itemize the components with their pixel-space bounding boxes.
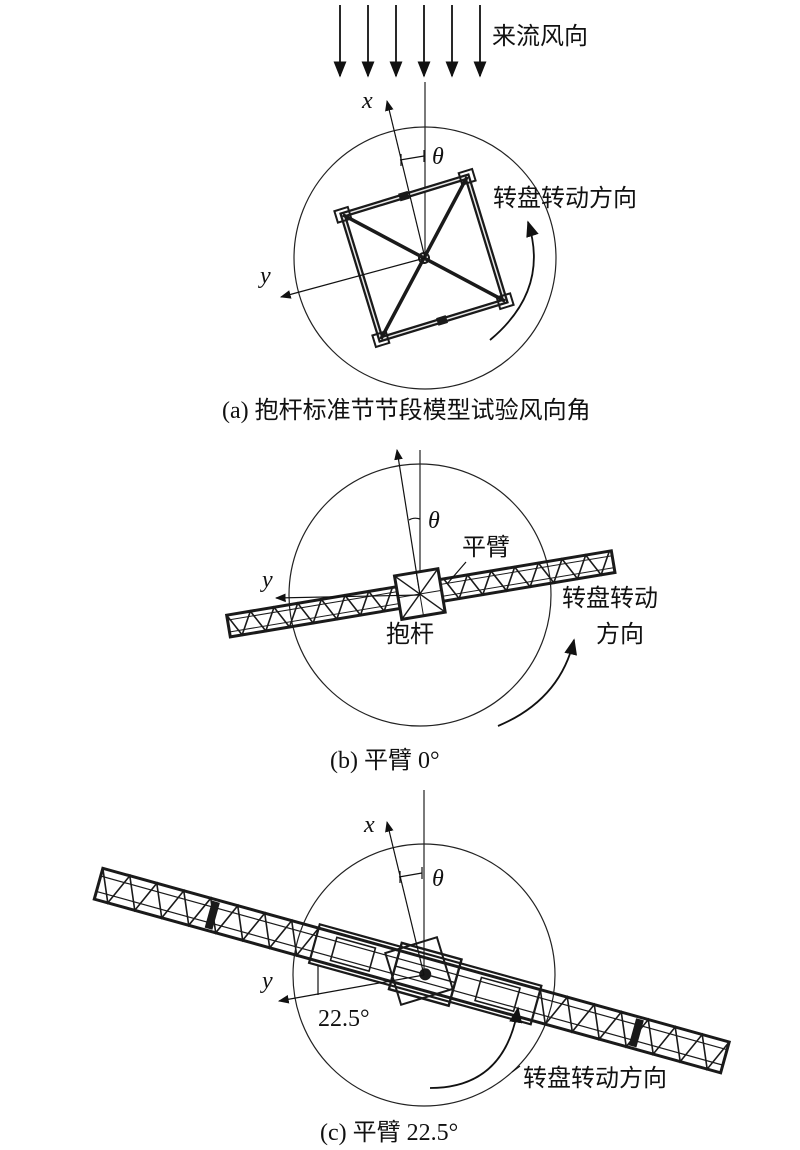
x-axis-arrow <box>394 448 421 596</box>
rotation-arrow <box>497 638 577 727</box>
panel-b: y θ 平臂 抱杆 转盘转动 方向 (b) 平臂 0° <box>224 448 658 774</box>
x-axis-label: x <box>361 88 373 114</box>
theta-label: θ <box>432 144 444 170</box>
rotation-direction-label: 转盘转动方向 <box>523 1065 667 1092</box>
theta-arc <box>399 155 425 161</box>
caption-b: (b) 平臂 0° <box>330 747 440 774</box>
wind-arrows <box>333 5 487 78</box>
theta-label: θ <box>432 866 444 892</box>
y-axis-label: y <box>260 567 273 593</box>
mast-label: 抱杆 <box>386 621 434 648</box>
rotation-label-line2: 方向 <box>596 621 644 648</box>
rotation-arrow <box>489 220 539 341</box>
y-axis-arrow <box>279 257 426 299</box>
arm-label: 平臂 <box>462 534 510 561</box>
rotation-arrow <box>429 1006 523 1089</box>
y-axis-label: y <box>258 263 271 289</box>
y-axis-label: y <box>260 968 273 994</box>
wind-direction-label: 来流风向 <box>492 23 588 50</box>
caption-a: (a) 抱杆标准节节段模型试验风向角 <box>222 397 591 424</box>
mast-section <box>384 936 454 1006</box>
rotation-direction-label: 转盘转动方向 <box>493 185 637 212</box>
rotation-label-line1: 转盘转动 <box>562 585 658 612</box>
horizontal-arm <box>92 866 732 1075</box>
theta-arc <box>398 872 423 878</box>
angle-label: 22.5° <box>318 1006 370 1032</box>
theta-arc <box>408 517 421 521</box>
panel-c: x y θ 22.5° 转盘转动方向 (c) 平臂 22.5° <box>92 790 732 1146</box>
arm-leader-line <box>446 561 467 585</box>
y-axis-arrow <box>277 974 425 1004</box>
x-axis-arrow <box>385 99 426 259</box>
theta-label: θ <box>428 508 440 534</box>
x-axis-label: x <box>363 812 375 838</box>
x-axis-arrow <box>385 820 425 976</box>
panel-a: 来流风向 x y θ 转盘转动方向 <box>222 5 637 424</box>
y-axis-arrow <box>274 593 421 603</box>
caption-c: (c) 平臂 22.5° <box>320 1119 458 1146</box>
